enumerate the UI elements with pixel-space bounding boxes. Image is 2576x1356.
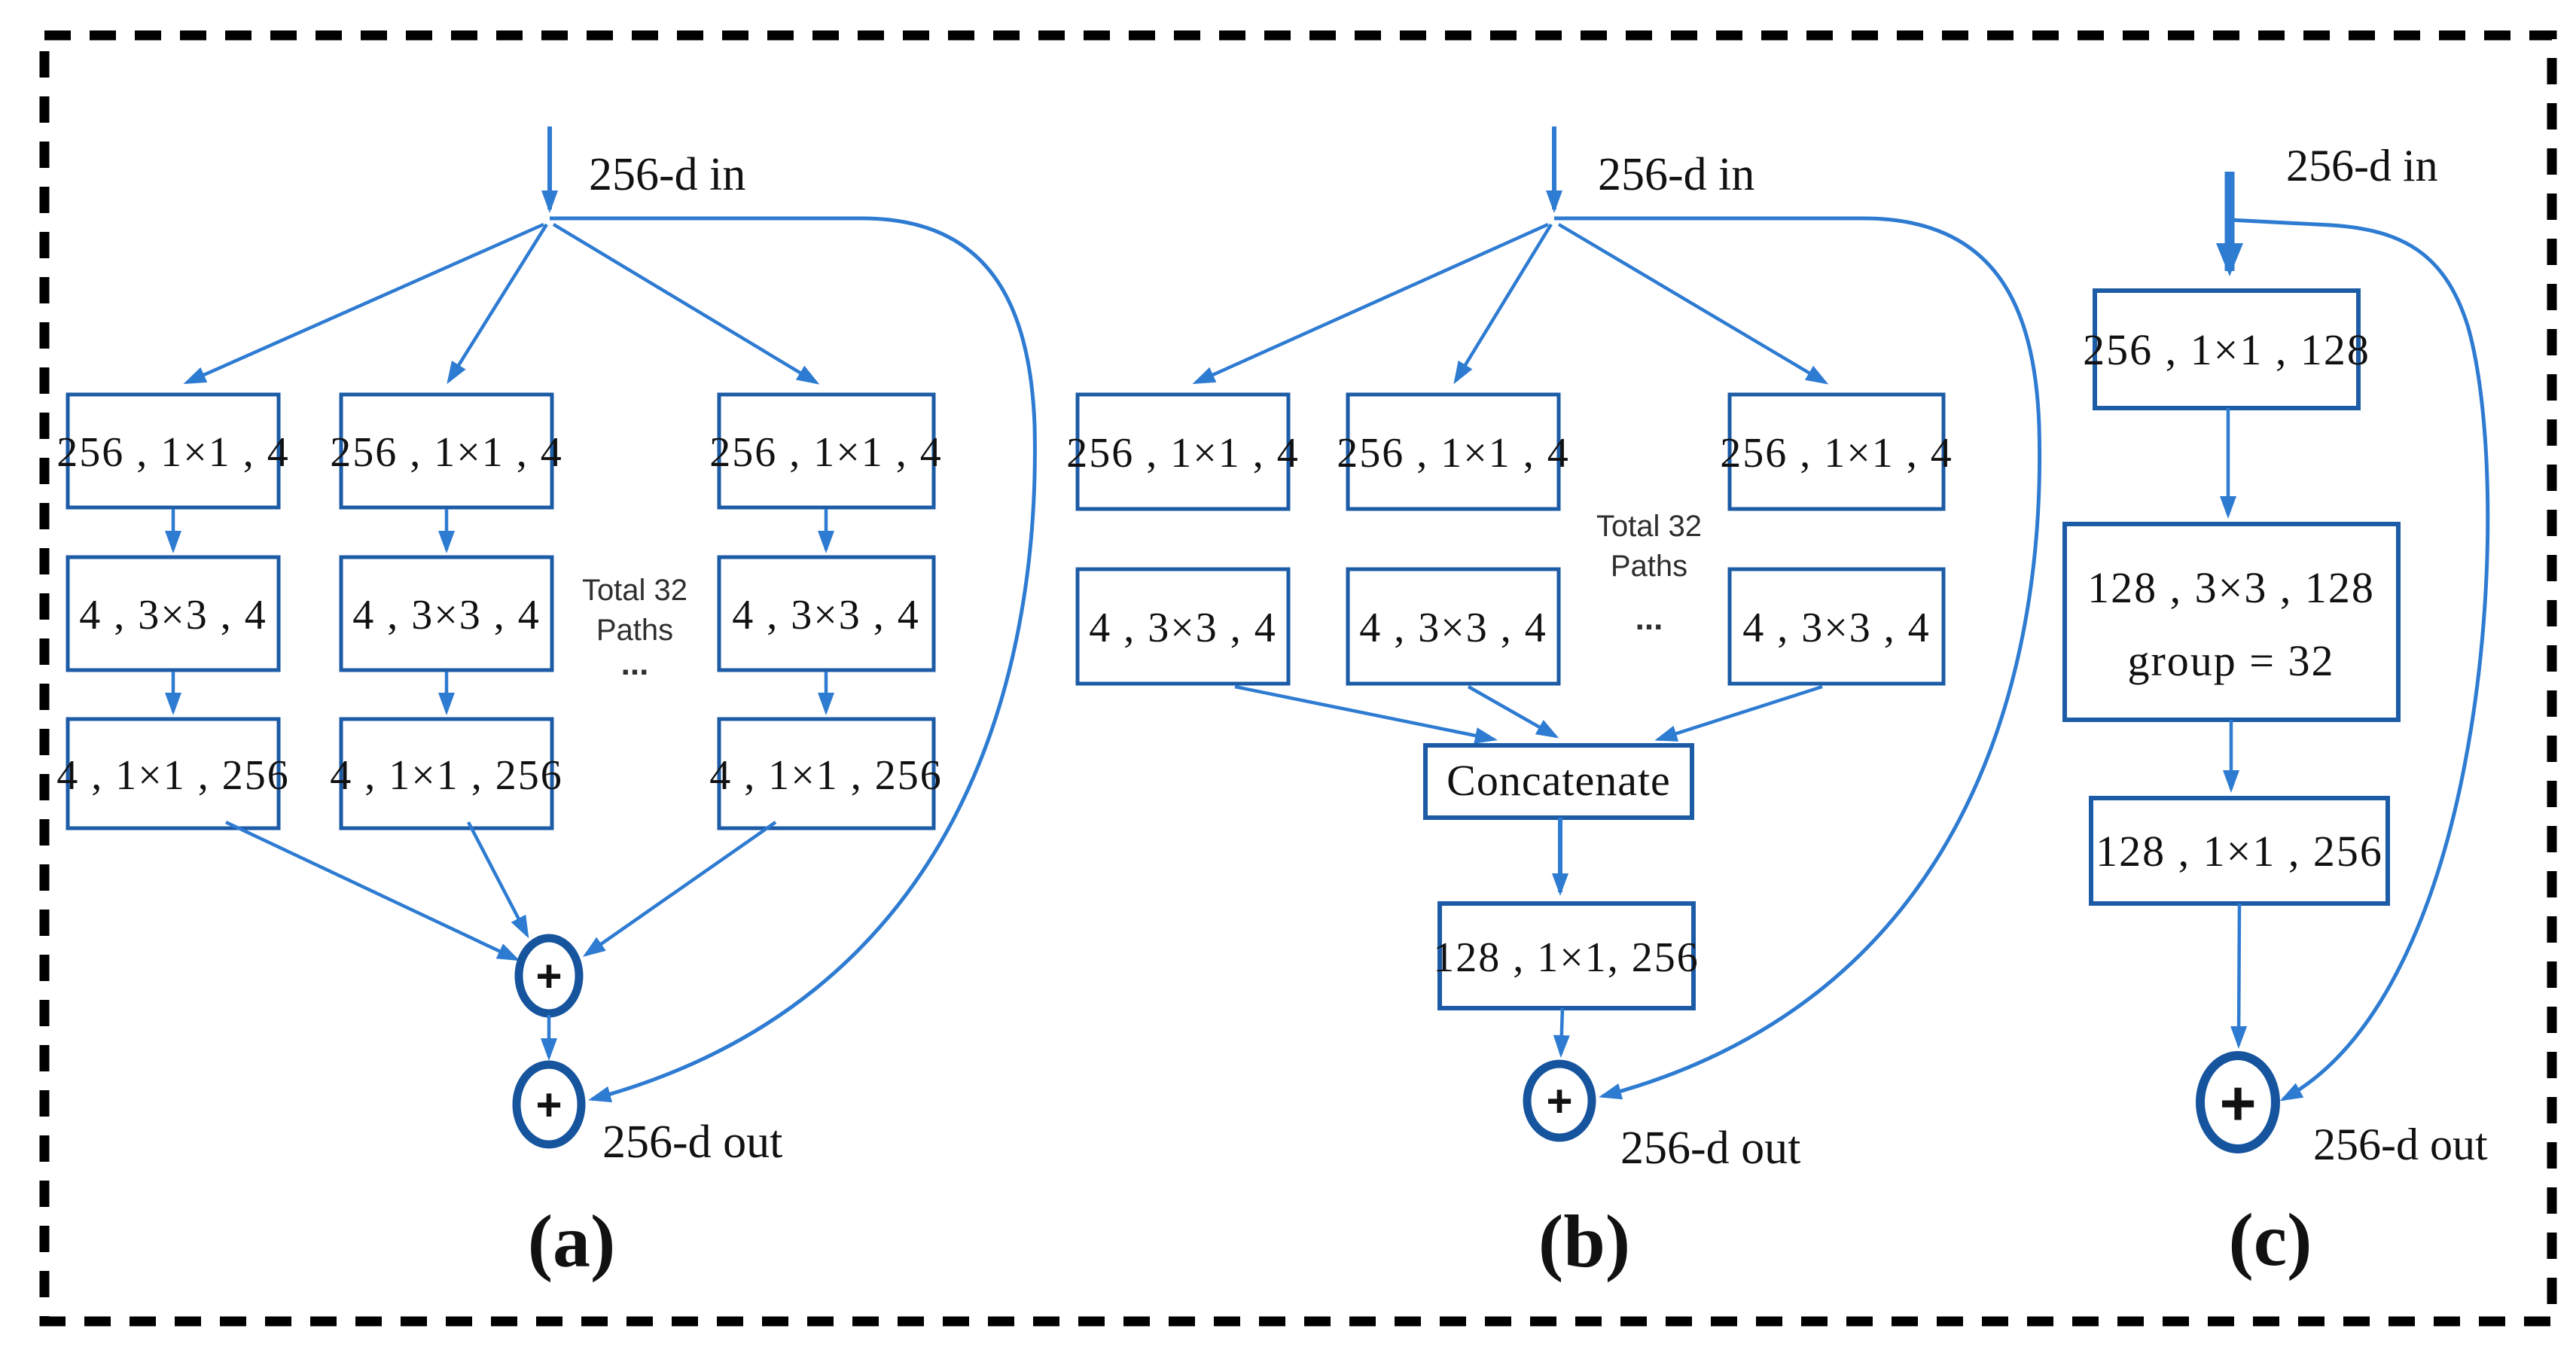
output-dim-label: 256-d out (1620, 1123, 1800, 1174)
fork-arrow-right (552, 223, 820, 385)
paths-note-line1: Total 32 (1596, 510, 1702, 543)
conv-box (717, 717, 936, 830)
conv-box (1346, 567, 1561, 686)
conv-box-label: 4 , 3×3 , 4 (1359, 605, 1547, 651)
fork-arrow-middle (447, 223, 548, 385)
conv-box-label: 4 , 1×1 , 256 (330, 752, 563, 799)
output-dim-label: 256-d out (2313, 1120, 2488, 1169)
sum-circle-output (1523, 1059, 1596, 1142)
caption-c: (c) (2229, 1198, 2312, 1281)
conv-box-label: 256 , 1×1 , 4 (330, 429, 563, 476)
plus-icon: + (535, 951, 562, 1001)
conv-box (717, 392, 936, 510)
conv-box (717, 555, 936, 672)
fork-arrow-left (1192, 222, 1549, 385)
panel-b: 256-d in 256 , 1×1 , 4 4 , 3×3 , 4 256 ,… (1066, 126, 2042, 1283)
skip-connection (2229, 218, 2490, 1102)
fork-arrow-middle (1453, 223, 1553, 385)
conv-box (66, 392, 281, 510)
conv-box (1727, 567, 1946, 686)
caption-a: (a) (528, 1199, 616, 1283)
sum-circle (514, 934, 584, 1018)
skip-connection (550, 216, 1037, 1103)
grouped-conv-box (2062, 522, 2401, 722)
conv-box-label: 4 , 1×1 , 256 (709, 752, 943, 799)
conv-box (66, 717, 281, 830)
conv-box (339, 717, 554, 830)
conv-box-label: 256 , 1×1 , 4 (1337, 430, 1570, 477)
conv-box-label: 4 , 3×3 , 4 (1742, 605, 1931, 651)
paths-note-line1: Total 32 (582, 574, 687, 607)
group-count-label: group = 32 (2127, 636, 2334, 685)
input-dim-label: 256-d in (1598, 149, 1754, 200)
concatenate-label: Concatenate (1447, 756, 1671, 805)
conv-box-label: 4 , 3×3 , 4 (79, 592, 267, 638)
fuse-conv-box (1437, 901, 1696, 1010)
conv-box (1075, 392, 1291, 511)
conv-box-label: 4 , 3×3 , 4 (352, 592, 541, 638)
merge-arrow-middle (467, 821, 529, 939)
paths-note: Total 32 Paths ... (1596, 510, 1702, 637)
output-dim-label: 256-d out (602, 1117, 782, 1168)
paths-note: Total 32 Paths ... (582, 574, 687, 682)
fuse-to-sum-arrow (1553, 1007, 1570, 1058)
merge-arrow-middle (1467, 685, 1559, 739)
conv-box-label: 4 , 1×1 , 256 (56, 752, 290, 799)
conv-box (339, 555, 554, 672)
ellipsis-icon: ... (621, 645, 649, 682)
paths-note-line2: Paths (596, 614, 673, 647)
plus-icon: + (1546, 1076, 1572, 1126)
plus-icon: + (535, 1080, 562, 1130)
merge-arrow-left (225, 820, 520, 961)
merge-arrow-right (1654, 684, 1823, 742)
panel-a: 256-d in 256 , 1×1 , 4 4 , 3×3 , 4 4 , 1… (56, 126, 1037, 1283)
conv-box-label: 256 , 1×1 , 4 (56, 429, 290, 476)
sum-circle-output (2196, 1051, 2280, 1153)
conv-box (1075, 567, 1291, 686)
grouped-conv-label: 128 , 3×3 , 128 (2087, 563, 2375, 612)
conv-box-label: 4 , 3×3 , 4 (1089, 605, 1277, 651)
conv-box (66, 555, 281, 672)
conv-box-label: 256 , 1×1 , 4 (1066, 430, 1300, 477)
conv-box-label: 4 , 3×3 , 4 (732, 592, 920, 638)
plus-icon: + (2219, 1068, 2256, 1138)
fork-arrow-left (183, 222, 544, 385)
conv-box (339, 392, 554, 510)
conv-box-label: 128 , 1×1 , 256 (2096, 827, 2383, 876)
input-dim-label: 256-d in (2286, 141, 2438, 190)
paths-note-line2: Paths (1611, 550, 1687, 583)
skip-connection (1554, 216, 2042, 1100)
fuse-conv-label: 128 , 1×1, 256 (1433, 934, 1700, 981)
ellipsis-icon: ... (1636, 600, 1663, 637)
input-dim-label: 256-d in (589, 149, 745, 200)
conv-box (1346, 392, 1561, 511)
conv-box-label: 256 , 1×1 , 4 (1720, 430, 1953, 477)
merge-arrow-right (582, 821, 777, 957)
conv-box-label: 256 , 1×1 , 4 (709, 429, 943, 476)
merge-arrow-left (1234, 684, 1498, 744)
grouped-conv-line2: group = 32 (2127, 636, 2334, 685)
conv-box-label: 256 , 1×1 , 128 (2083, 325, 2370, 374)
conv-box (1727, 392, 1946, 511)
caption-b: (b) (1538, 1199, 1630, 1283)
sum-circle-output (512, 1060, 586, 1149)
grouped-conv-line1: 128 , 3×3 , 128 (2087, 563, 2375, 612)
fork-arrow-right (1557, 223, 1829, 385)
panel-c: 256-d in 256 , 1×1 , 128 128 , 3×3 , 128… (2062, 141, 2490, 1281)
